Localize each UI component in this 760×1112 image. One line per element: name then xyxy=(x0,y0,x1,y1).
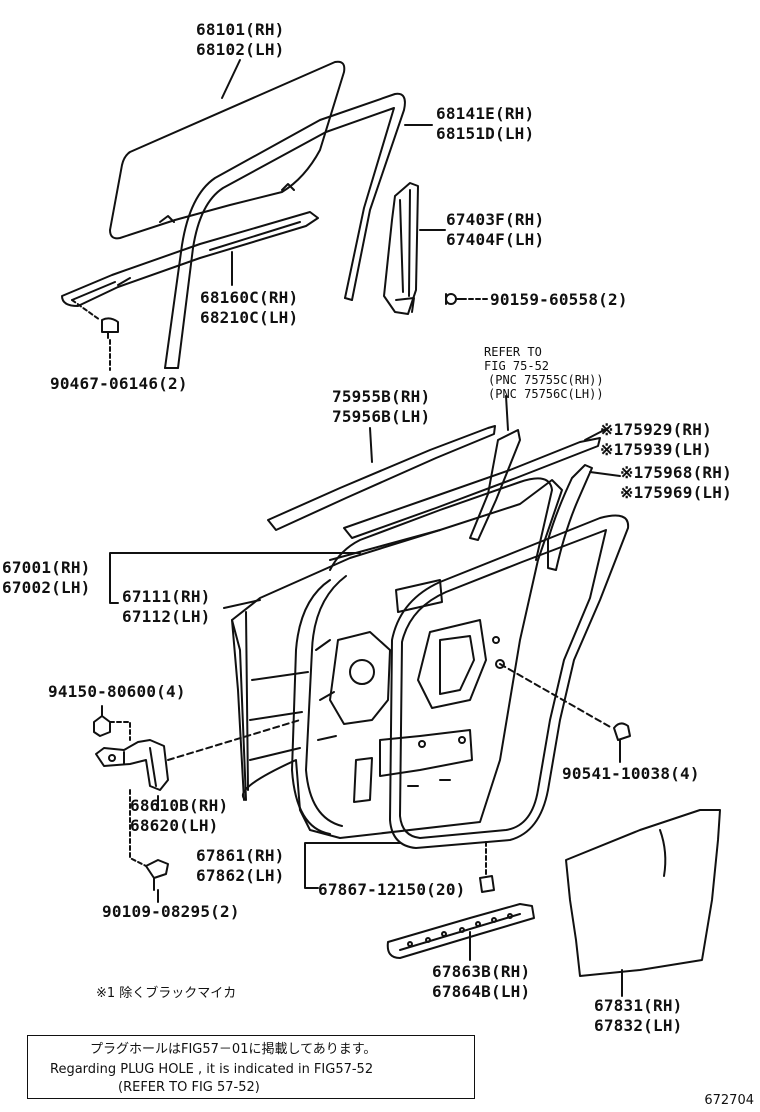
label-67001[interactable]: 67001(RH) xyxy=(2,558,91,577)
label-90541[interactable]: 90541-10038(4) xyxy=(562,764,700,783)
leader-75955 xyxy=(369,427,373,463)
outer-moulding xyxy=(267,425,496,531)
clip-67867 xyxy=(479,875,495,893)
glass-run xyxy=(164,92,406,369)
label-67861[interactable]: 67861(RH) xyxy=(196,846,285,865)
refer-line1: REFER TO xyxy=(484,345,542,359)
label-68610[interactable]: 68610B(RH) xyxy=(130,796,229,815)
label-67002[interactable]: 67002(LH) xyxy=(2,578,91,597)
label-75955[interactable]: 75955B(RH) xyxy=(332,387,431,406)
label-67864[interactable]: 67864B(LH) xyxy=(432,982,531,1001)
footnote-text: ※1 除くブラックマイカ xyxy=(96,986,237,1001)
label-67862[interactable]: 67862(LH) xyxy=(196,866,285,885)
label-68210[interactable]: 68210C(LH) xyxy=(200,308,299,327)
leader-68101 xyxy=(221,59,241,99)
door-frame-seal xyxy=(329,477,553,571)
nut-94150 xyxy=(93,715,111,737)
label-68620[interactable]: 68620(LH) xyxy=(130,816,219,835)
label-68102[interactable]: 68102(LH) xyxy=(196,40,285,59)
note-line-jp: プラグホールはFIG57－01に掲載してあります。 xyxy=(90,1042,377,1057)
label-75939[interactable]: ※175939(LH) xyxy=(600,440,712,459)
label-75956[interactable]: 75956B(LH) xyxy=(332,407,431,426)
clip-90467 xyxy=(101,317,119,339)
leader-67111 xyxy=(223,599,261,609)
label-90109[interactable]: 90109-08295(2) xyxy=(102,902,240,921)
label-67403[interactable]: 67403F(RH) xyxy=(446,210,545,229)
division-bar xyxy=(383,182,419,315)
label-67111[interactable]: 67111(RH) xyxy=(122,587,211,606)
label-67831[interactable]: 67831(RH) xyxy=(594,996,683,1015)
door-weatherstrip-upper xyxy=(343,437,601,571)
refer-line2: FIG 75-52 xyxy=(484,359,550,373)
label-75929[interactable]: ※175929(RH) xyxy=(600,420,712,439)
opening-weatherstrip xyxy=(389,514,630,849)
label-67832[interactable]: 67832(LH) xyxy=(594,1016,683,1035)
label-67863[interactable]: 67863B(RH) xyxy=(432,962,531,981)
label-67112[interactable]: 67112(LH) xyxy=(122,607,211,626)
note-line-en: Regarding PLUG HOLE , it is indicated in… xyxy=(50,1062,374,1077)
label-68160[interactable]: 68160C(RH) xyxy=(200,288,299,307)
bolt-90109 xyxy=(145,859,169,891)
label-68151[interactable]: 68151D(LH) xyxy=(436,124,535,143)
label-67404[interactable]: 67404F(LH) xyxy=(446,230,545,249)
label-90467[interactable]: 90467-06146(2) xyxy=(50,374,188,393)
refer-line3: (PNC 75755C(RH)) xyxy=(488,373,604,387)
scuff-plate xyxy=(386,903,535,959)
bracket-67861 xyxy=(304,842,401,889)
figure-number: 672704 xyxy=(704,1093,754,1108)
label-75969[interactable]: ※175969(LH) xyxy=(620,483,732,502)
label-68101[interactable]: 68101(RH) xyxy=(196,20,285,39)
bracket-67001 xyxy=(109,552,361,604)
note-line-refer: (REFER TO FIG 57-52) xyxy=(118,1080,260,1095)
belt-moulding xyxy=(61,211,319,307)
window-frame-part xyxy=(469,429,521,541)
door-hinge xyxy=(95,739,169,791)
label-68141[interactable]: 68141E(RH) xyxy=(436,104,535,123)
label-94150[interactable]: 94150-80600(4) xyxy=(48,682,186,701)
clip-90541 xyxy=(613,722,631,741)
label-75968[interactable]: ※175968(RH) xyxy=(620,463,732,482)
label-67867[interactable]: 67867-12150(20) xyxy=(318,880,466,899)
hole-cover xyxy=(565,809,721,977)
note-box: プラグホールはFIG57－01に掲載してあります。 Regarding PLUG… xyxy=(27,1035,475,1099)
screw-90159 xyxy=(445,293,463,305)
inner-panel xyxy=(315,529,505,803)
label-90159[interactable]: 90159-60558(2) xyxy=(490,290,628,309)
door-glass xyxy=(109,60,346,240)
refer-line4: (PNC 75756C(LH)) xyxy=(488,387,604,401)
door-panel xyxy=(231,479,563,839)
